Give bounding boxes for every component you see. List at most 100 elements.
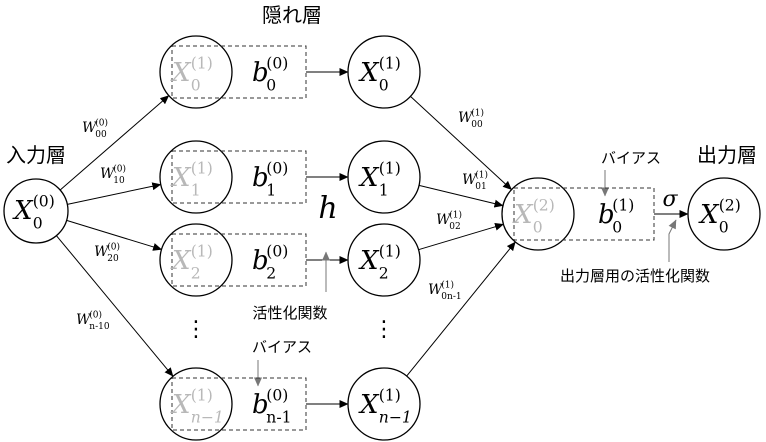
output-bias-label-sub: 0 <box>612 218 622 236</box>
weight-in-label-0-base: W <box>82 120 98 136</box>
weight-out-label-1-sup: (1) <box>475 169 488 180</box>
input-node-label-base: X <box>12 196 34 226</box>
weight-out-label-0-base: W <box>458 110 474 126</box>
output-node-label-sub: 0 <box>719 218 729 236</box>
output-node-label: X(2) 0 <box>698 197 741 237</box>
hidden-bias-label-0-base: b <box>252 58 269 88</box>
hidden-bias-label-1: b(0)1 <box>252 160 288 200</box>
weight-in-label-3: W(0)n-10 <box>76 309 110 332</box>
hidden-bias-label-2-base: b <box>252 246 269 276</box>
hidden-ghost-label-3-sub: n−1 <box>191 408 224 426</box>
input-layer-heading: 入力層 <box>6 143 66 167</box>
output-bias-box <box>513 187 655 241</box>
weight-out-label-3-sub: 0n-1 <box>441 292 461 302</box>
weight-out-label-3-sup: (1) <box>441 279 454 290</box>
hidden-output-label-0-base: X <box>358 58 380 88</box>
hidden-ghost-node-3 <box>159 367 233 441</box>
hidden-output-label-3-base: X <box>358 390 380 420</box>
input-node-label-sup: (0) <box>33 193 55 211</box>
hidden-ghost-label-1-sup: (1) <box>191 160 213 178</box>
weight-out-label-2-base: W <box>436 212 452 228</box>
bias-output-label: バイアス <box>601 149 661 167</box>
hidden-ghost-label-2: X(1)2 <box>170 243 213 283</box>
hidden-ghost-label-3-base: X <box>170 390 192 420</box>
output-node-label-base: X <box>698 200 720 230</box>
hidden-output-label-0-sup: (1) <box>379 55 401 73</box>
hidden-bias-label-1-sub: 1 <box>266 181 276 199</box>
hidden-output-node-3 <box>347 367 421 441</box>
weight-in-label-3-sup: (0) <box>89 309 102 320</box>
weight-in-label-2-base: W <box>94 244 110 260</box>
weight-out-label-2: W(1)02 <box>436 209 462 232</box>
nodes <box>3 35 761 441</box>
hidden-ghost-label-1-base: X <box>170 163 192 193</box>
output-bias-label: b(1)0 <box>598 197 634 237</box>
weight-in-label-1-sup: (0) <box>113 163 126 174</box>
output-node <box>687 177 761 251</box>
hidden-bias-label-2-sub: 2 <box>266 264 276 282</box>
edge-input-to-hidden-3 <box>56 235 174 377</box>
hidden-ghost-label-2-sub: 2 <box>191 264 201 282</box>
weight-out-label-1: W(1)01 <box>462 169 488 192</box>
hidden-bias-label-0-sup: (0) <box>266 55 288 73</box>
hidden-bias-label-3-sup: (0) <box>266 387 288 405</box>
hidden-ghost-node-0 <box>159 35 233 109</box>
weight-in-label-1: W(0)10 <box>100 163 126 186</box>
hidden-bias-box-0 <box>171 45 307 99</box>
sigma-symbol: σ <box>662 187 678 212</box>
edges <box>56 68 689 408</box>
hidden-ghost-label-2-base: X <box>170 246 192 276</box>
weight-out-label-3: W(1) 0n-1 <box>428 279 462 302</box>
hidden-ghost-label-3-sup: (1) <box>191 387 213 405</box>
activation-function-label: 活性化関数 <box>252 304 327 322</box>
hidden-output-node-2 <box>347 223 421 297</box>
hidden-ghost-label-0-sub: 0 <box>191 76 201 94</box>
hidden-bias-label-3-base: b <box>252 390 269 420</box>
h-symbol: h <box>318 191 337 226</box>
output-ghost-label: X(2)0 <box>512 197 555 237</box>
hidden-bias-box-3 <box>171 377 307 431</box>
output-ghost-node <box>501 177 575 251</box>
bias-hidden-label: バイアス <box>252 338 312 356</box>
edge-hidden-to-output-3 <box>406 241 516 377</box>
hidden-output-label-0: X(1) 0 <box>358 55 401 95</box>
hidden-ghost-label-0-base: X <box>170 58 192 88</box>
output-activation-label: 出力層用の活性化関数 <box>560 267 710 285</box>
edge-input-to-hidden-2 <box>66 219 163 251</box>
hidden-ghost-label-1: X(1) 1 <box>170 160 213 200</box>
hidden-bias-label-2: b(0)2 <box>252 243 288 283</box>
input-node <box>3 178 69 244</box>
hidden-ghost-label-1-sub: 1 <box>191 181 201 199</box>
weight-in-label-2: W(0)20 <box>94 241 120 264</box>
hidden-output-label-3: X(1)n−1 <box>358 387 412 427</box>
edge-hidden-to-output-1 <box>418 184 504 208</box>
hidden-layer-heading: 隠れ層 <box>262 3 322 27</box>
weight-out-label-0: W(1)00 <box>458 107 484 130</box>
weight-in-label-0-sup: (0) <box>95 117 108 128</box>
hidden-ghost-label-0: X(1) 0 <box>170 55 213 95</box>
hidden-output-label-1-base: X <box>358 163 380 193</box>
weight-out-label-3-base: W <box>428 282 444 298</box>
weight-in-label-0-sub: 00 <box>95 130 107 140</box>
output-node-label-sup: (2) <box>719 197 741 215</box>
arrow-output-activation <box>668 219 677 262</box>
hidden-bias-box-2 <box>171 233 307 287</box>
output-bias-label-sup: (1) <box>612 197 634 215</box>
hidden-bias-label-1-sup: (0) <box>266 160 288 178</box>
hidden-bias-label-3: b(0)n-1 <box>252 387 292 427</box>
input-node-label-sub: 0 <box>33 214 43 232</box>
weight-in-label-3-sub: n-10 <box>89 322 110 332</box>
hidden-output-node-1 <box>347 140 421 214</box>
hidden-output-label-0-sub: 0 <box>379 76 389 94</box>
edge-hidden-to-output-0 <box>410 96 512 190</box>
hidden-output-label-1-sub: 1 <box>379 181 389 199</box>
weight-in-label-1-sub: 10 <box>113 176 125 186</box>
hidden-bias-label-0: b(0)0 <box>252 55 288 95</box>
hidden-output-node-0 <box>347 35 421 109</box>
edge-hidden-to-output-2 <box>418 222 504 251</box>
hidden-ghost-label-0-sup: (1) <box>191 55 213 73</box>
edge-input-to-hidden-0 <box>59 95 170 191</box>
hidden-ghost-node-1 <box>159 140 233 214</box>
output-ghost-label-base: X <box>512 200 534 230</box>
